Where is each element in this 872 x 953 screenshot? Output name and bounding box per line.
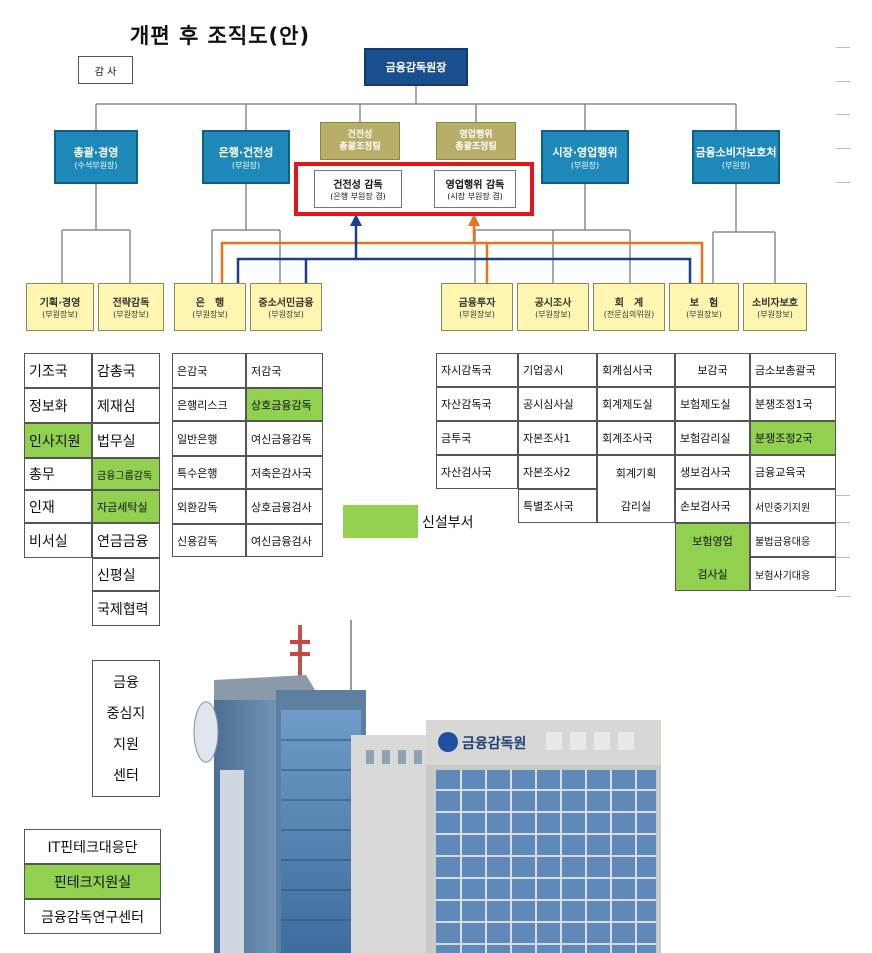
- dept-cell: 회계조사국: [597, 421, 675, 455]
- supervision-conduct: 영업행위 감독 (시장 부원장 겸): [434, 170, 516, 208]
- dept-cell: 자산감독국: [436, 387, 518, 421]
- dept-cell: 신용감독: [172, 524, 246, 557]
- dept-cell: 회계심사국: [597, 353, 675, 387]
- dept-cell: 은감국: [172, 353, 246, 388]
- audit-box: 감 사: [78, 56, 133, 84]
- building-photo: 금융감독원: [193, 620, 661, 953]
- dept-cell: 생보검사국: [675, 455, 750, 489]
- dept-cell: 외환감독: [172, 489, 246, 524]
- dept-cell: 공시심사실: [518, 387, 597, 421]
- dept-cell: 비서실: [24, 523, 92, 558]
- dept-cell: 은행리스크: [172, 388, 246, 421]
- dept-cell: 서민중기지원: [750, 489, 836, 523]
- deputy-bank: 은 행(부원장보): [174, 283, 246, 331]
- dept-cell: 자시감독국: [436, 353, 518, 387]
- dept-cell: 일반은행: [172, 421, 246, 456]
- dept-cell: 분쟁조정1국: [750, 387, 836, 421]
- coord-team-soundness: 건전성 총괄조정팀: [320, 122, 400, 160]
- deputy-strategy: 전략감독(부원장보): [98, 283, 164, 331]
- unit-cell: 금융감독연구센터: [24, 899, 161, 934]
- unit-cell: IT핀테크대응단: [24, 829, 161, 864]
- deputy-consumer: 소비자보호(부원장보): [743, 283, 807, 331]
- governor-box: 금융감독원장: [364, 48, 468, 86]
- supervision-soundness: 건전성 감독 (은행 부원장 겸): [314, 170, 402, 208]
- dept-cell: 특별조사국: [518, 489, 597, 523]
- dept-cell-merged: 회계기획 감리실: [597, 455, 675, 523]
- dept-cell: 특수은행: [172, 456, 246, 489]
- dept-cell: 감총국: [92, 353, 160, 388]
- dept-cell: 보험제도실: [675, 387, 750, 421]
- dept-cell: 저감국: [246, 353, 323, 388]
- dept-cell: 회계제도실: [597, 387, 675, 421]
- division-market-conduct: 시장·영업행위 (부원장): [541, 130, 629, 184]
- highlight-frame: [294, 162, 534, 216]
- deputy-accounting: 회 계(전문심의위원): [593, 283, 665, 331]
- dept-cell: 금융교육국: [750, 455, 836, 489]
- dept-cell: 법무실: [92, 423, 160, 458]
- dept-cell-new: 상호금융감독: [246, 388, 323, 421]
- deputy-planning: 기획·경영(부원장보): [26, 283, 94, 331]
- legend-swatch: [343, 505, 418, 538]
- building-sign: 금융감독원: [462, 735, 526, 752]
- dept-cell: 정보화: [24, 388, 92, 423]
- org-connectors: [61, 86, 776, 283]
- dept-cell: 기조국: [24, 353, 92, 388]
- dept-cell: 상호금융검사: [246, 489, 323, 524]
- dept-cell-new: 인사지원: [24, 423, 92, 458]
- dept-cell: 보감국: [675, 353, 750, 387]
- dept-cell: 자본조사2: [518, 455, 597, 489]
- blue-arrow-lines: [236, 222, 692, 283]
- dept-cell: 금투국: [436, 421, 518, 455]
- division-bank-soundness: 은행·건전성 (부원장): [202, 130, 290, 184]
- dept-cell: 신평실: [92, 558, 160, 591]
- dept-cell-new-merged: 보험영업 검사실: [675, 523, 750, 591]
- unit-cell-new: 핀테크지원실: [24, 864, 161, 899]
- dept-cell: 여신금융감독: [246, 421, 323, 456]
- deputy-investment: 금융투자(부원장보): [441, 283, 513, 331]
- blue-arrowhead: [350, 214, 362, 226]
- dept-cell: 불법금융대응: [750, 523, 836, 557]
- dept-cell: 여신금융검사: [246, 524, 323, 557]
- coord-team-conduct: 영업행위 총괄조정팀: [436, 122, 516, 160]
- division-consumer-protection: 금융소비자보호처 (부원장): [692, 130, 780, 184]
- deputy-insurance: 보 험(부원장보): [669, 283, 739, 331]
- dept-cell-new: 분쟁조정2국: [750, 421, 836, 455]
- dept-cell: 총무: [24, 458, 92, 490]
- dept-cell: 저축은감사국: [246, 456, 323, 489]
- dept-cell: 자산검사국: [436, 455, 518, 489]
- deputy-sme-finance: 중소서민금융(부원장보): [250, 283, 322, 331]
- dept-cell-new: 자금세탁실: [92, 490, 160, 523]
- dept-cell-new: 금융그룹감독: [92, 458, 160, 490]
- dept-cell: 인재: [24, 490, 92, 523]
- dept-cell: 손보검사국: [675, 489, 750, 523]
- finance-hub-support-center: 금융 중심지 지원 센터: [92, 660, 160, 797]
- dept-cell: 자본조사1: [518, 421, 597, 455]
- orange-arrowhead: [468, 214, 480, 226]
- deputy-disclosure: 공시조사(부원장보): [517, 283, 589, 331]
- dept-cell: 보험사기대응: [750, 557, 836, 591]
- dept-cell: 금소보총괄국: [750, 353, 836, 387]
- dept-cell: 기업공시: [518, 353, 597, 387]
- legend-label: 신설부서: [422, 515, 474, 531]
- division-general-management: 총괄·경영 (수석부원장): [54, 130, 138, 184]
- page-title: 개편 후 조직도(안): [130, 24, 311, 48]
- dept-cell: 국제협력: [92, 591, 160, 626]
- dept-cell: 제재심: [92, 388, 160, 423]
- dept-cell: 보험감리실: [675, 421, 750, 455]
- dept-cell: 연금금융: [92, 523, 160, 558]
